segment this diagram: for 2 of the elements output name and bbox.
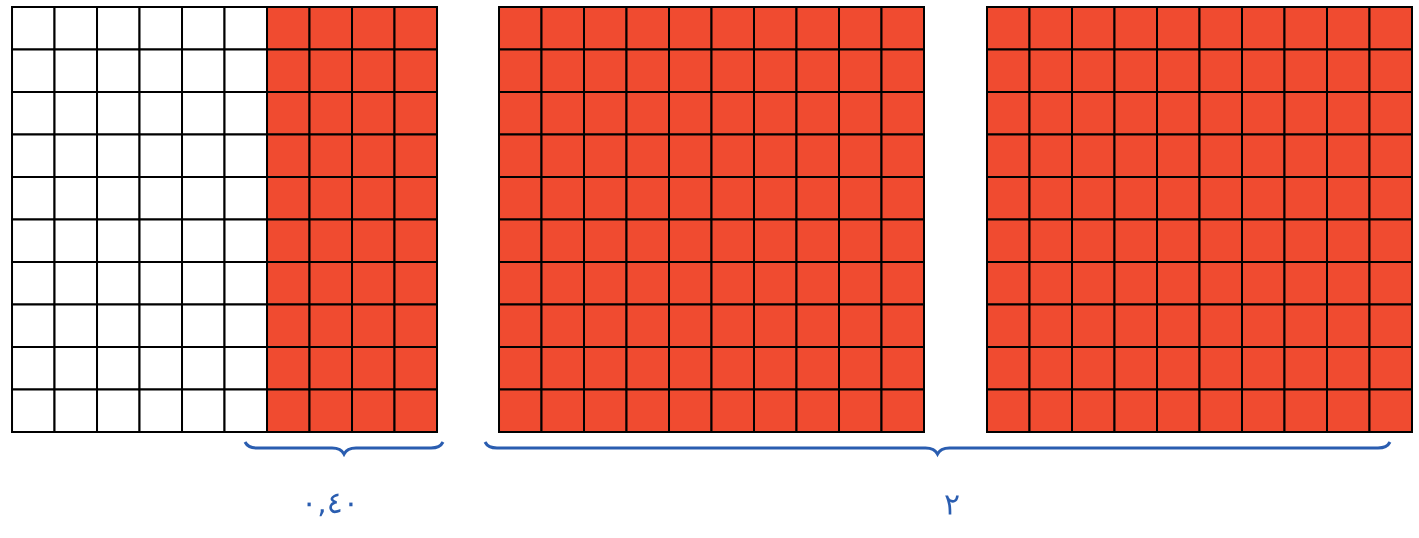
number-label: ٠,٤٠ <box>307 493 353 517</box>
number-label: ٢ <box>945 495 959 515</box>
